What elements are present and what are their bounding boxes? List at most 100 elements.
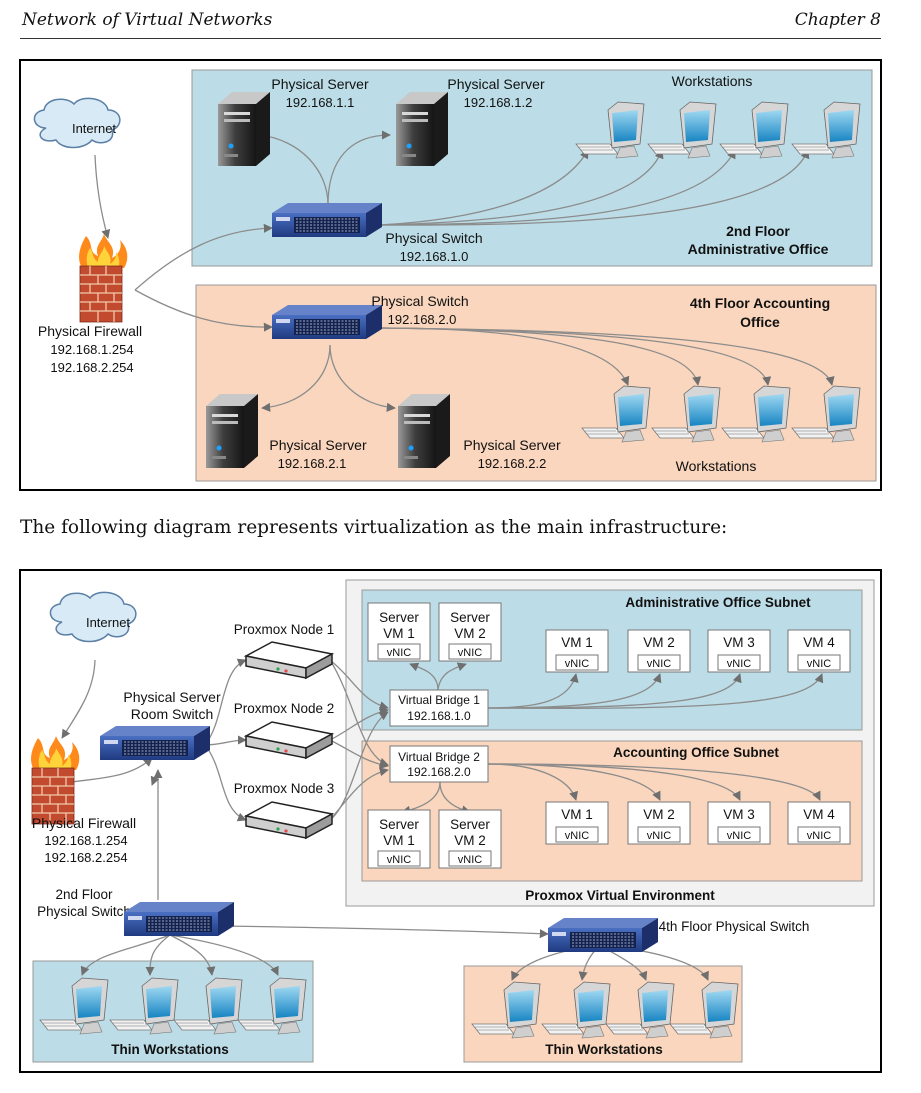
d1-acct-server1-name: Physical Server	[269, 437, 367, 453]
d2-admin-server-vm1-line1: Server	[379, 610, 419, 625]
d1-acct-server2-icon	[398, 394, 450, 468]
d2-floor4-switch-label: 4th Floor Physical Switch	[659, 919, 810, 934]
d2-acct-server-vm2-line2: VM 2	[454, 833, 486, 848]
d1-admin-switch-ip: 192.168.1.0	[400, 249, 469, 264]
d2-server-room-switch-icon	[99, 725, 211, 761]
d2-internet-label: Internet	[86, 615, 130, 630]
d1-acct-server1-icon	[206, 394, 258, 468]
d2-vnic-label: vNIC	[807, 830, 832, 842]
d2-thin-workstations-label-floor4: Thin Workstations	[545, 1042, 663, 1057]
d2-admin-vm1-label: VM 1	[561, 635, 593, 650]
d2-admin-vm2-label: VM 2	[643, 635, 675, 650]
d2-server-room-switch-line2: Room Switch	[131, 706, 213, 722]
d2-vnic-box	[717, 654, 761, 671]
d2-admin-vm4-label: VM 4	[803, 635, 835, 650]
d2-server-room-switch-line1: Physical Server	[123, 689, 221, 705]
d2-floor4-switch-icon	[547, 917, 659, 953]
d1-acct-switch-icon	[271, 304, 383, 340]
header-right: Chapter 8	[794, 10, 881, 30]
d2-vnic-label: vNIC	[565, 830, 590, 842]
d2-acct-vm2-label: VM 2	[643, 807, 675, 822]
d1-internet-label: Internet	[72, 121, 116, 136]
admin-office-zone	[191, 69, 873, 267]
diagram1-connectors	[94, 130, 835, 412]
d2-vnic-box	[797, 654, 841, 671]
d2-firewall-ip1: 192.168.1.254	[44, 833, 127, 848]
d2-vnic-box	[555, 826, 599, 843]
d1-acct-title-line2: Office	[740, 314, 780, 330]
d1-admin-workstations-label: Workstations	[672, 73, 753, 89]
text-between: The following diagram represents virtual…	[20, 517, 728, 538]
d2-vnic-box	[637, 826, 681, 843]
d2-virtual-bridge2-ip: 192.168.2.0	[407, 765, 471, 779]
d1-firewall-ip1: 192.168.1.254	[50, 342, 133, 357]
d2-admin-vm3-label: VM 3	[723, 635, 755, 650]
d2-vnic-label: vNIC	[647, 830, 672, 842]
d1-admin-title-line1: 2nd Floor	[726, 223, 790, 239]
d2-vnic-label: vNIC	[727, 830, 752, 842]
d2-vnic-box	[377, 850, 421, 867]
d2-node2-label: Proxmox Node 2	[234, 701, 335, 716]
d1-acct-server1-ip: 192.168.2.1	[278, 456, 347, 471]
d2-floor2-switch-icon	[123, 901, 235, 937]
d2-vnic-label: vNIC	[458, 854, 483, 866]
d2-node1-label: Proxmox Node 1	[234, 622, 335, 637]
d2-pve-label: Proxmox Virtual Environment	[525, 888, 715, 903]
d2-thin-workstations-label-floor2: Thin Workstations	[111, 1042, 229, 1057]
d2-vnic-box	[717, 826, 761, 843]
d1-acct-switch-name: Physical Switch	[371, 293, 468, 309]
d2-vnic-label: vNIC	[807, 658, 832, 670]
d2-vnic-box	[448, 643, 492, 660]
d2-vnic-box	[377, 643, 421, 660]
d2-virtual-bridge1-ip: 192.168.1.0	[407, 709, 471, 723]
d1-admin-server1-ip: 192.168.1.1	[286, 95, 355, 110]
d2-vnic-label: vNIC	[565, 658, 590, 670]
d2-floor2-switch-line1: 2nd Floor	[55, 887, 113, 902]
d2-vnic-box	[555, 654, 599, 671]
d2-admin-server-vm1-line2: VM 1	[383, 626, 415, 641]
d1-admin-server2-name: Physical Server	[447, 76, 545, 92]
d1-admin-switch-name: Physical Switch	[385, 230, 482, 246]
d2-acct-subnet-title: Accounting Office Subnet	[613, 745, 779, 760]
d1-acct-switch-ip: 192.168.2.0	[388, 312, 457, 327]
header-left: Network of Virtual Networks	[22, 10, 273, 30]
d2-floor2-switch-line2: Physical Switch	[37, 904, 131, 919]
d2-admin-server-vm2-line2: VM 2	[454, 626, 486, 641]
d2-virtual-bridge2-name: Virtual Bridge 2	[398, 750, 480, 764]
d2-vnic-label: vNIC	[647, 658, 672, 670]
d2-vnic-box	[797, 826, 841, 843]
d1-acct-server2-name: Physical Server	[463, 437, 561, 453]
d2-firewall-ip2: 192.168.2.254	[44, 850, 127, 865]
d1-admin-server1-name: Physical Server	[271, 76, 369, 92]
d1-acct-workstations-label: Workstations	[676, 458, 757, 474]
d2-acct-vm4-label: VM 4	[803, 807, 835, 822]
d1-acct-server2-ip: 192.168.2.2	[478, 456, 547, 471]
d2-admin-subnet-title: Administrative Office Subnet	[625, 595, 811, 610]
header-rule	[20, 38, 881, 39]
d1-admin-server1-icon	[218, 92, 270, 166]
d2-vnic-box	[448, 850, 492, 867]
d2-acct-server-vm1-line1: Server	[379, 817, 419, 832]
d2-vnic-label: vNIC	[387, 647, 412, 659]
d1-admin-server2-icon	[396, 92, 448, 166]
d2-vnic-label: vNIC	[458, 647, 483, 659]
d2-virtual-bridge1-name: Virtual Bridge 1	[398, 693, 480, 707]
d2-acct-vm3-label: VM 3	[723, 807, 755, 822]
d1-admin-title-line2: Administrative Office	[688, 241, 829, 257]
diagram2-connectors	[61, 658, 824, 981]
d2-vnic-label: vNIC	[387, 854, 412, 866]
d2-admin-server-vm2-line1: Server	[450, 610, 490, 625]
d2-acct-vm1-label: VM 1	[561, 807, 593, 822]
d2-acct-server-vm2-line1: Server	[450, 817, 490, 832]
d1-admin-switch-icon	[271, 202, 383, 238]
d2-firewall-name: Physical Firewall	[32, 815, 136, 831]
d1-acct-title-line1: 4th Floor Accounting	[690, 295, 830, 311]
d2-virtual-bridge1-box	[389, 689, 489, 727]
d2-node3-label: Proxmox Node 3	[234, 781, 335, 796]
d2-vnic-box	[637, 654, 681, 671]
d2-acct-server-vm1-line2: VM 1	[383, 833, 415, 848]
d1-firewall-ip2: 192.168.2.254	[50, 360, 133, 375]
d1-admin-server2-ip: 192.168.1.2	[464, 95, 533, 110]
d2-vnic-label: vNIC	[727, 658, 752, 670]
